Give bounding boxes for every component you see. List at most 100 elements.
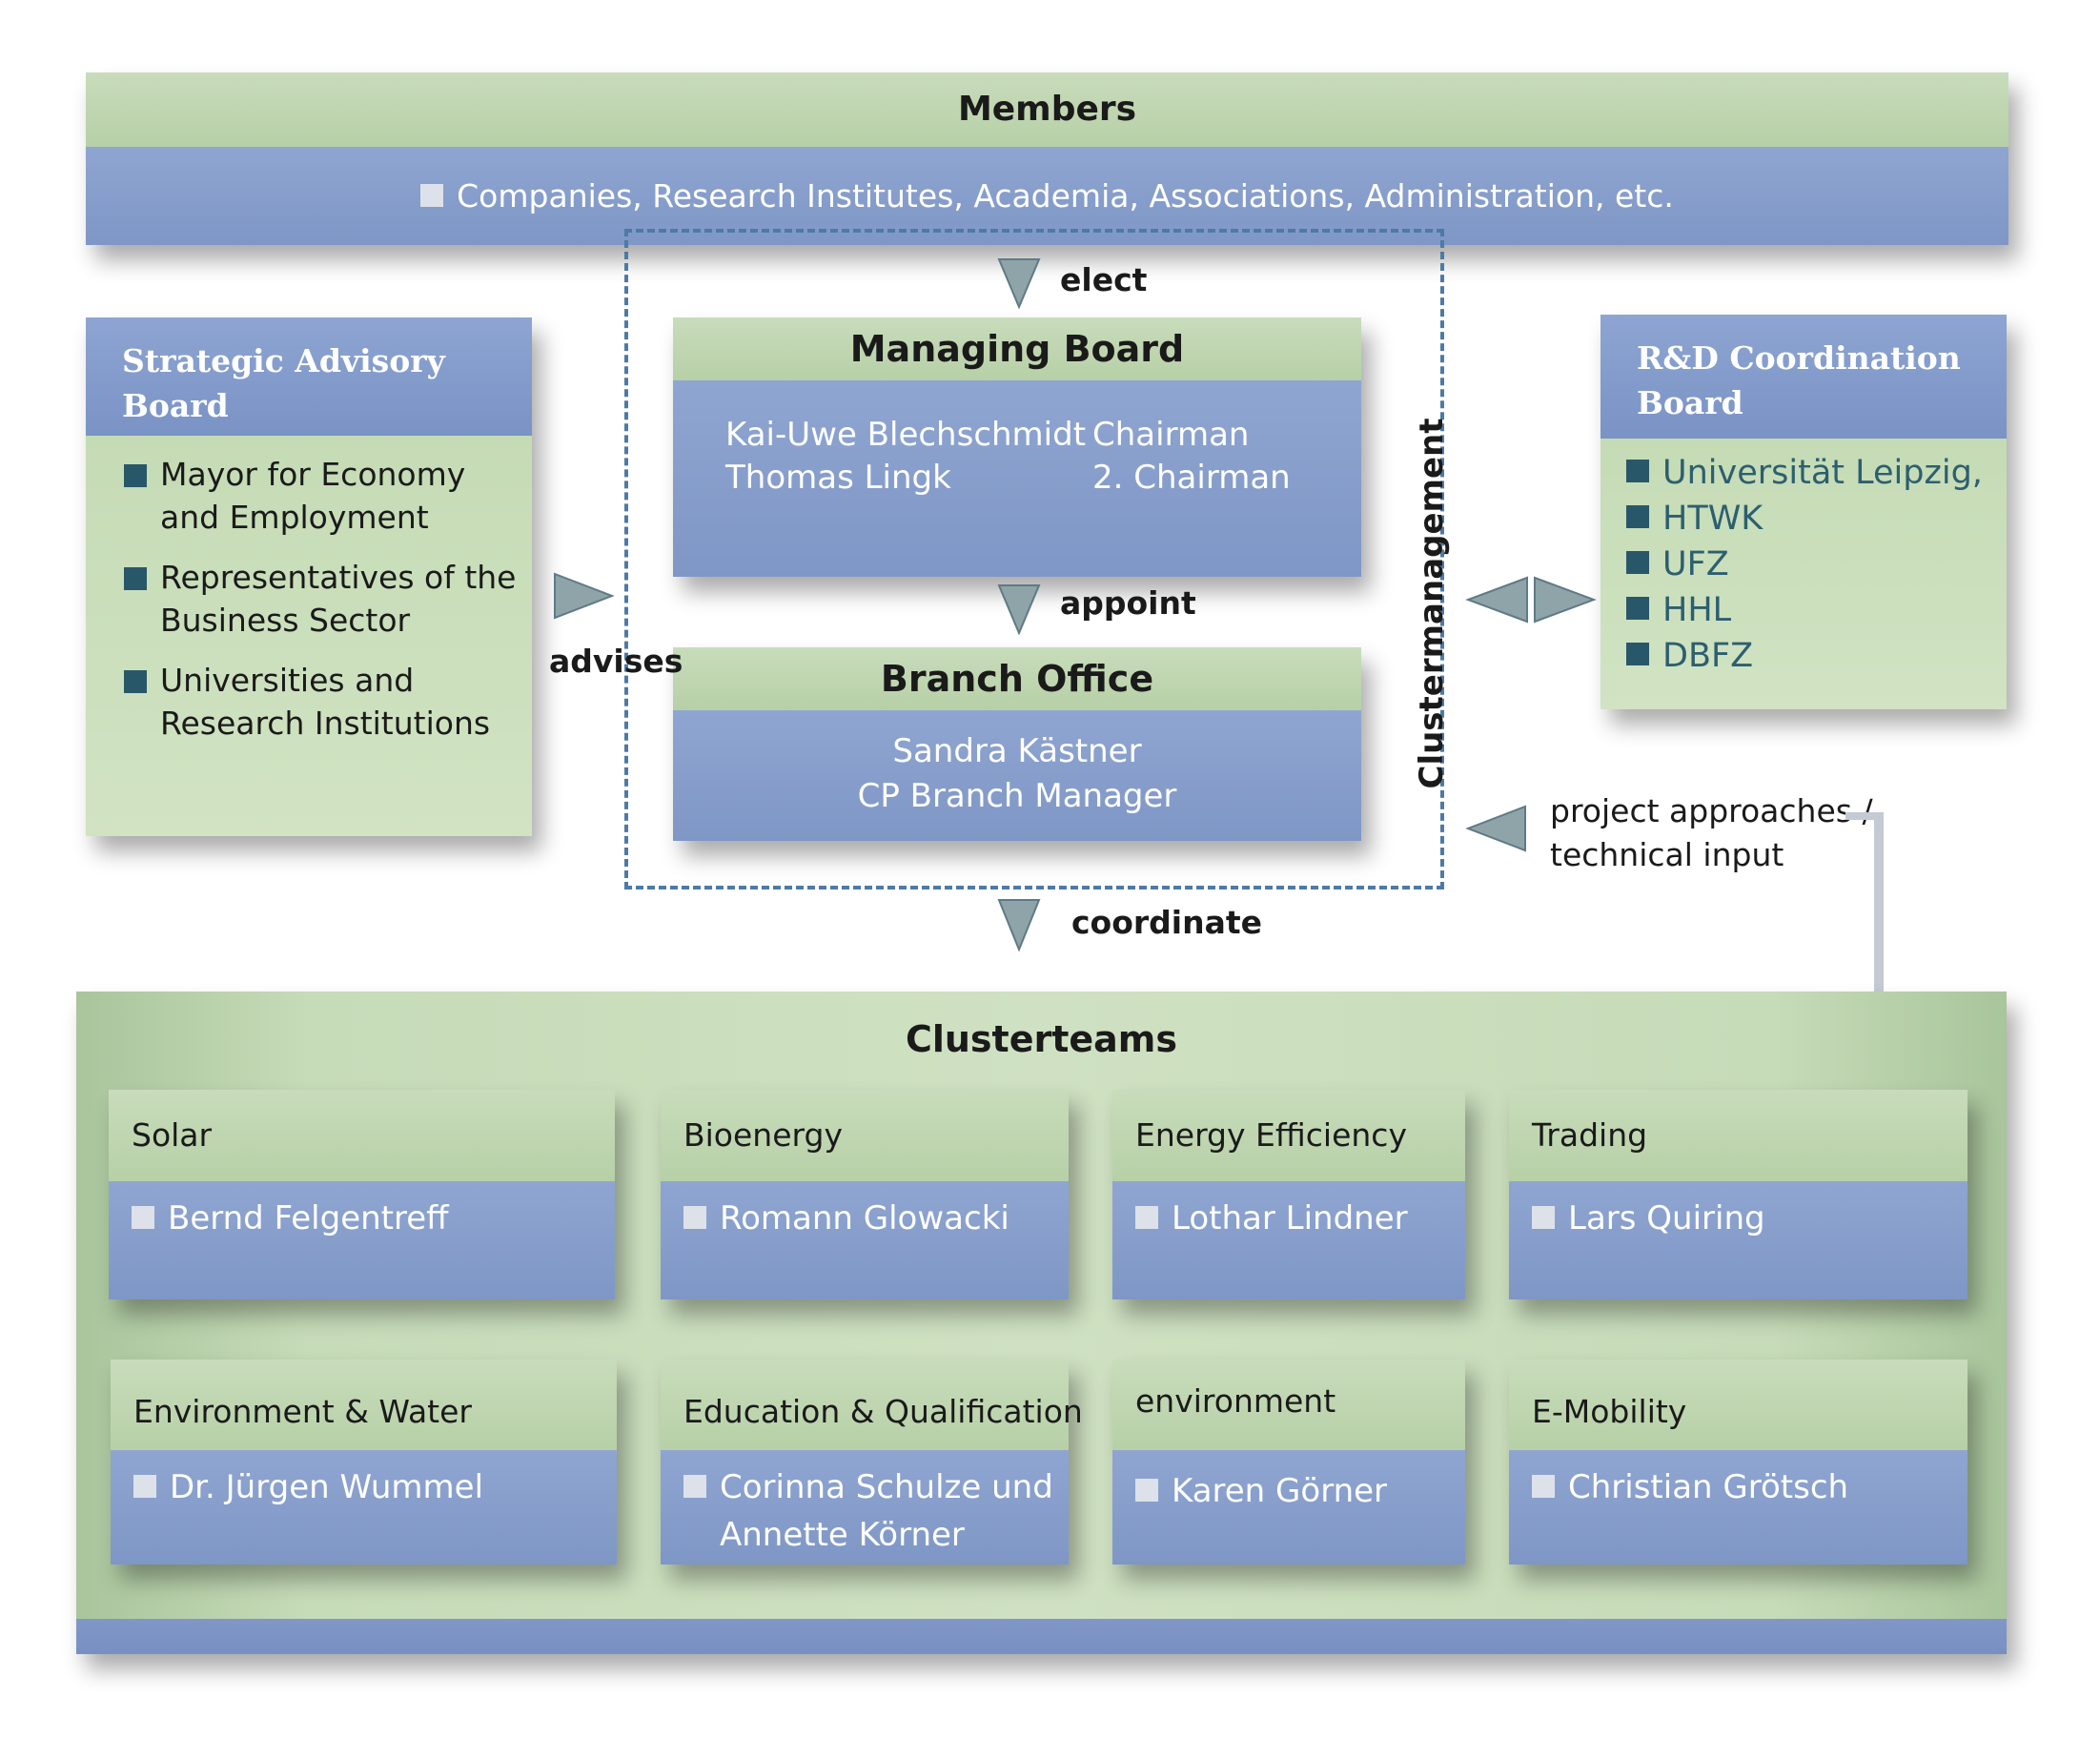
square-bullet-icon: [1532, 1205, 1555, 1229]
team-lead: Bernd Felgentreff: [168, 1199, 449, 1237]
team-card: Education & Qualification Corinna Schulz…: [661, 1360, 1083, 1565]
sab-title-line2: Board: [122, 387, 229, 424]
square-bullet-icon: [683, 1474, 706, 1498]
managing-board: Managing Board Kai-Uwe Blechschmidt Thom…: [673, 317, 1361, 577]
sab-item-text: Research Institutions: [160, 705, 491, 742]
square-bullet-icon: [132, 1205, 154, 1229]
team-card: environment Karen Görner: [1112, 1360, 1465, 1565]
team-lead: Christian Grötsch: [1568, 1468, 1849, 1506]
sab-item-text: Universities and: [160, 662, 415, 699]
project-approaches-line2: technical input: [1550, 836, 1784, 873]
clustermanagement-dashed-box: [624, 229, 1444, 890]
team-name: Education & Qualification: [661, 1360, 1083, 1450]
team-name: E-Mobility: [1509, 1360, 1967, 1450]
team-lead: Lars Quiring: [1568, 1199, 1765, 1237]
board-member-name: Thomas Lingk: [725, 459, 951, 497]
down-arrow-icon: [997, 898, 1041, 951]
square-bullet-icon: [1626, 551, 1649, 574]
square-bullet-icon: [1626, 505, 1649, 528]
team-body: Romann Glowacki: [661, 1181, 1069, 1299]
team-name: Bioenergy: [661, 1090, 1069, 1181]
board-member-name: Kai-Uwe Blechschmidt: [725, 416, 1087, 454]
team-name: Solar: [109, 1090, 615, 1181]
square-bullet-icon: [1626, 460, 1649, 482]
team-card: Energy Efficiency Lothar Lindner: [1112, 1090, 1465, 1299]
sab-title-line1: Strategic Advisory: [122, 342, 445, 379]
team-name: Trading: [1509, 1090, 1967, 1181]
team-body: Karen Görner: [1112, 1450, 1465, 1565]
connector-line: [1845, 812, 1884, 993]
branch-office-title: Branch Office: [673, 647, 1361, 710]
members-band: Companies, Research Institutes, Academia…: [86, 147, 2008, 245]
double-arrow-icon: [1464, 576, 1598, 624]
rd-item: Universität Leipzig,: [1626, 450, 2007, 496]
rd-title: R&D Coordination Board: [1600, 315, 2007, 439]
team-lead-continued: Annette Körner: [720, 1516, 965, 1554]
square-bullet-icon: [124, 567, 147, 590]
team-name: Environment & Water: [111, 1360, 617, 1450]
down-arrow-icon: [997, 583, 1041, 635]
team-card: Bioenergy Romann Glowacki: [661, 1090, 1069, 1299]
team-body: Bernd Felgentreff: [109, 1181, 615, 1299]
square-bullet-icon: [124, 670, 147, 693]
rd-item: HTWK: [1626, 496, 2007, 542]
sab-item-text: and Employment: [160, 499, 429, 536]
team-name: environment: [1112, 1360, 1465, 1450]
clusterteams-title: Clusterteams: [905, 1018, 1178, 1060]
rd-coordination-board: R&D Coordination Board Universität Leipz…: [1600, 315, 2007, 709]
square-bullet-icon: [1135, 1478, 1158, 1502]
team-lead: Romann Glowacki: [720, 1199, 1009, 1237]
rd-item-text: HHL: [1662, 591, 1732, 629]
sab-item-text: Representatives of the: [160, 559, 517, 596]
branch-office: Branch Office Sandra Kästner CP Branch M…: [673, 647, 1361, 841]
branch-office-body: Sandra Kästner CP Branch Manager: [673, 710, 1361, 841]
team-card: Environment & Water Dr. Jürgen Wummel: [111, 1360, 617, 1565]
team-lead: Dr. Jürgen Wummel: [170, 1468, 484, 1506]
team-card: E-Mobility Christian Grötsch: [1509, 1360, 1967, 1565]
team-name: Energy Efficiency: [1112, 1090, 1465, 1181]
sab-item: Mayor for Economy and Employment: [124, 453, 532, 539]
team-lead: Karen Görner: [1172, 1472, 1388, 1510]
rd-item-text: Universität Leipzig,: [1662, 454, 1983, 492]
rd-item-text: DBFZ: [1662, 637, 1754, 675]
team-body: Corinna Schulze und Annette Körner: [661, 1450, 1069, 1565]
clustermanagement-label: Clustermanagement: [1403, 418, 1460, 789]
advises-label: advises: [549, 643, 683, 680]
sab-body: Mayor for Economy and Employment Represen…: [86, 436, 532, 836]
square-bullet-icon: [1532, 1474, 1555, 1498]
team-card: Trading Lars Quiring: [1509, 1090, 1967, 1299]
square-bullet-icon: [1626, 643, 1649, 665]
sab-item-text: Mayor for Economy: [160, 456, 466, 493]
elect-label: elect: [1060, 261, 1148, 298]
rd-item: UFZ: [1626, 542, 2007, 587]
rd-item-text: UFZ: [1662, 545, 1729, 583]
team-body: Lars Quiring: [1509, 1181, 1967, 1299]
members-items: Companies, Research Institutes, Academia…: [457, 177, 1674, 215]
rd-item: DBFZ: [1626, 633, 2007, 679]
left-arrow-icon: [1464, 805, 1527, 852]
clusterteams-box: Clusterteams Solar Bernd Felgentreff Bio…: [76, 992, 2007, 1654]
team-body: Christian Grötsch: [1509, 1450, 1967, 1565]
board-member-role: Chairman: [1092, 416, 1250, 454]
board-member-role: 2. Chairman: [1092, 459, 1291, 497]
rd-title-line1: R&D Coordination: [1637, 339, 1961, 377]
sab-title: Strategic Advisory Board: [86, 317, 532, 436]
branch-manager-role: CP Branch Manager: [857, 777, 1177, 815]
project-approaches-label: project approaches / technical input: [1550, 789, 1873, 877]
managing-board-title: Managing Board: [673, 317, 1361, 380]
appoint-label: appoint: [1060, 584, 1196, 622]
clustermanagement-text: Clustermanagement: [1413, 418, 1451, 789]
square-bullet-icon: [133, 1474, 156, 1498]
square-bullet-icon: [1626, 597, 1649, 620]
square-bullet-icon: [124, 464, 147, 487]
down-arrow-icon: [997, 257, 1041, 309]
team-lead: Lothar Lindner: [1172, 1199, 1408, 1237]
managing-board-body: Kai-Uwe Blechschmidt Thomas Lingk Chairm…: [673, 380, 1361, 577]
members-title: Members: [86, 72, 2008, 147]
square-bullet-icon: [420, 183, 444, 207]
clusterteams-bottom-band: [76, 1619, 2007, 1654]
team-body: Lothar Lindner: [1112, 1181, 1465, 1299]
square-bullet-icon: [683, 1205, 706, 1229]
